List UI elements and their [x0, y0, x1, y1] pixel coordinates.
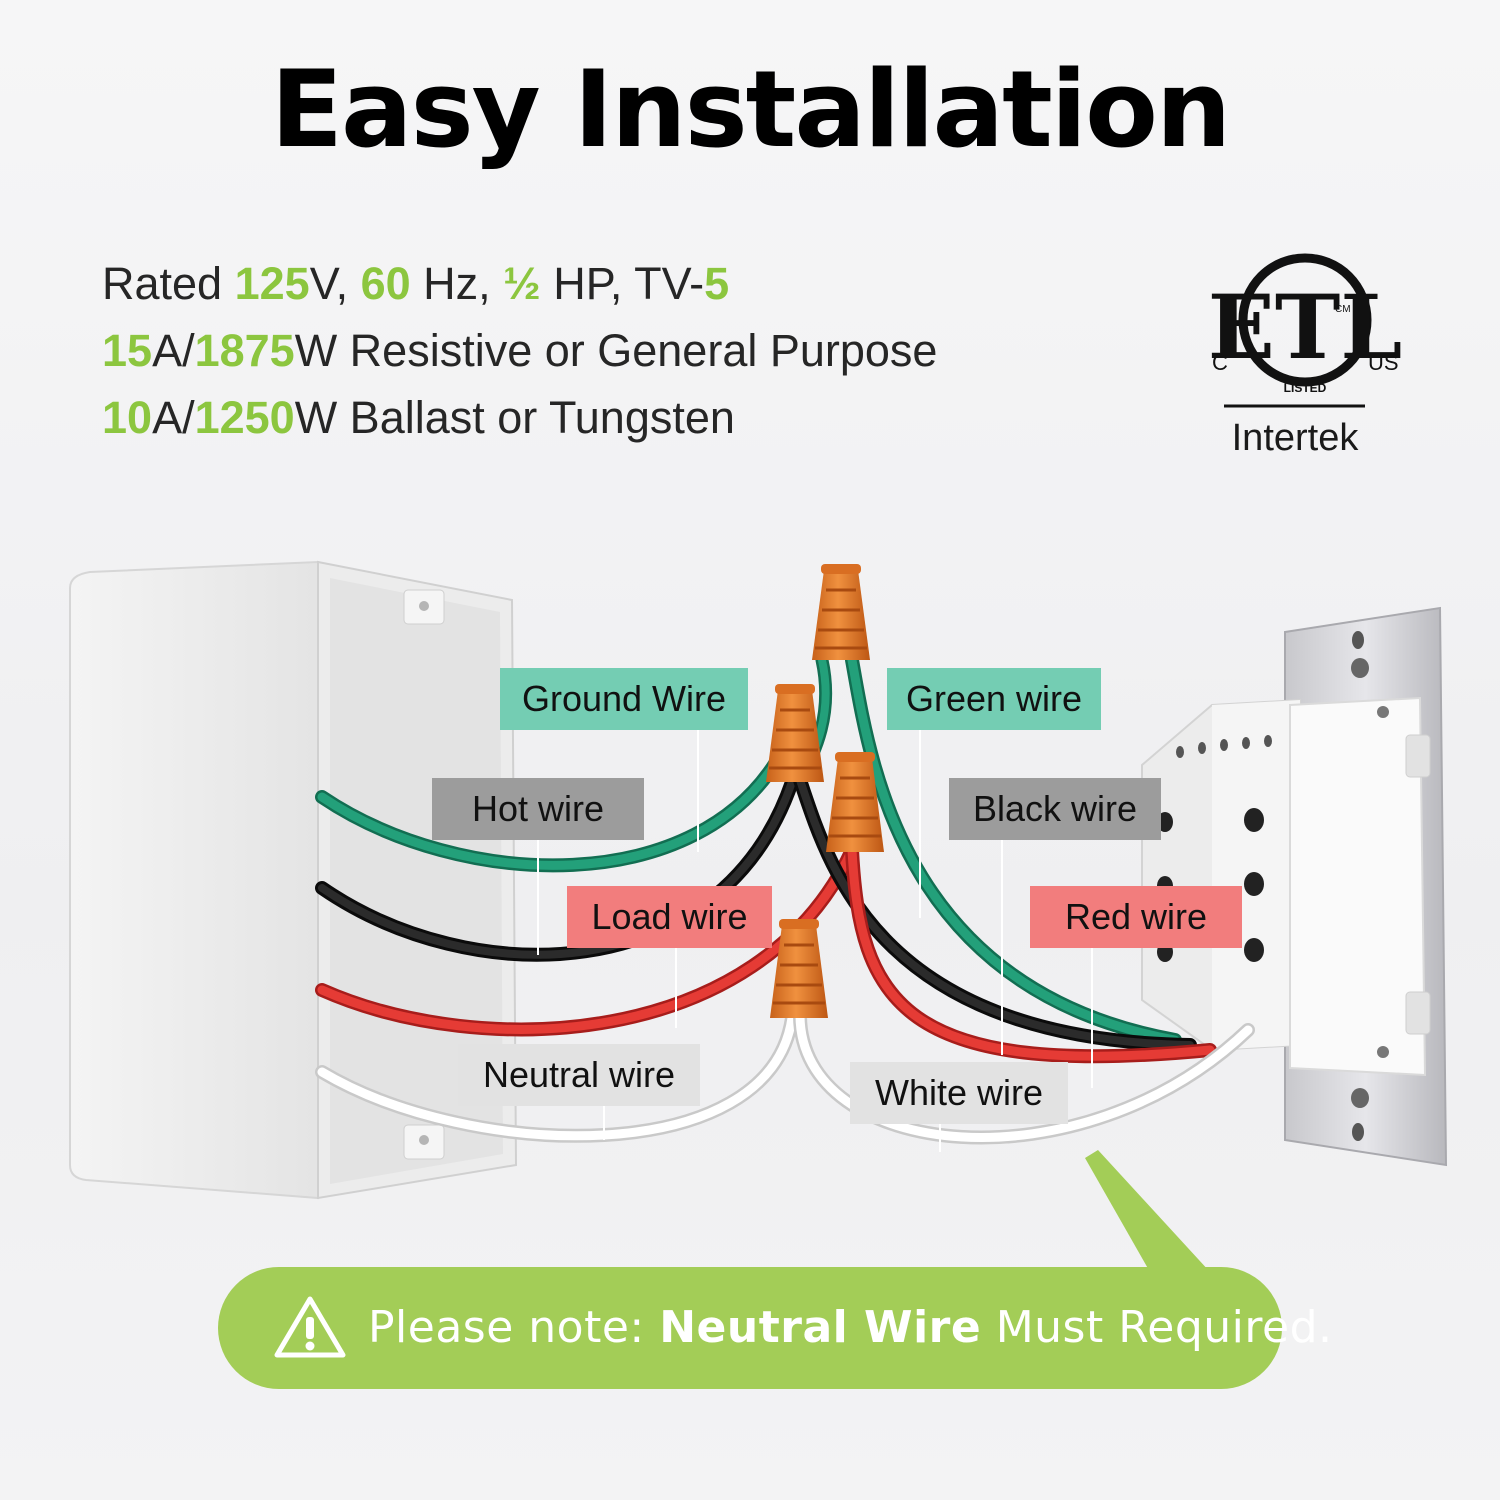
intertek-brand: Intertek [1231, 417, 1359, 459]
wire-nut-load [826, 752, 884, 852]
label-load-wire: Load wire [567, 886, 772, 948]
label-green-wire: Green wire [887, 668, 1101, 730]
spec-line-ballast: 10A/1250W Ballast or Tungsten [102, 392, 735, 443]
spec-line-resistive: 15A/1875W Resistive or General Purpose [102, 325, 938, 376]
spec-line-rating: Rated 125V, 60 Hz, ½ HP, TV-5 [102, 258, 730, 309]
label-leaders [537, 728, 1093, 1152]
white-wire [795, 1010, 1253, 1142]
green-wire [847, 655, 1180, 1045]
warning-triangle-icon [274, 1296, 346, 1358]
wire-nut-hot [766, 684, 824, 782]
page-title: Easy Installation [270, 48, 1232, 171]
smart-switch [1141, 606, 1448, 1167]
electrical-box [69, 560, 518, 1200]
red-wire [847, 845, 1215, 1061]
label-neutral-wire: Neutral wire [458, 1044, 700, 1106]
etl-listed-logo: ETL CM C US LISTED [1208, 253, 1402, 408]
note-text: Please note: Neutral Wire Must Required. [368, 1302, 1333, 1353]
c-mark: C [1212, 350, 1228, 375]
label-ground-wire: Ground Wire [500, 668, 748, 730]
wire-nut-neutral [770, 919, 828, 1018]
wire-nut-ground [812, 564, 870, 660]
black-wire [796, 776, 1194, 1049]
label-red-wire: Red wire [1030, 886, 1242, 948]
cm-mark: CM [1335, 304, 1351, 315]
listed-mark: LISTED [1284, 381, 1327, 395]
etl-mark: ETL [1208, 275, 1402, 379]
neutral-note-banner: Please note: Neutral Wire Must Required. [218, 1267, 1332, 1389]
label-black-wire: Black wire [949, 778, 1161, 840]
label-white-wire: White wire [850, 1062, 1068, 1124]
note-pointer [1085, 1150, 1210, 1272]
us-mark: US [1368, 350, 1399, 375]
label-hot-wire: Hot wire [432, 778, 644, 840]
